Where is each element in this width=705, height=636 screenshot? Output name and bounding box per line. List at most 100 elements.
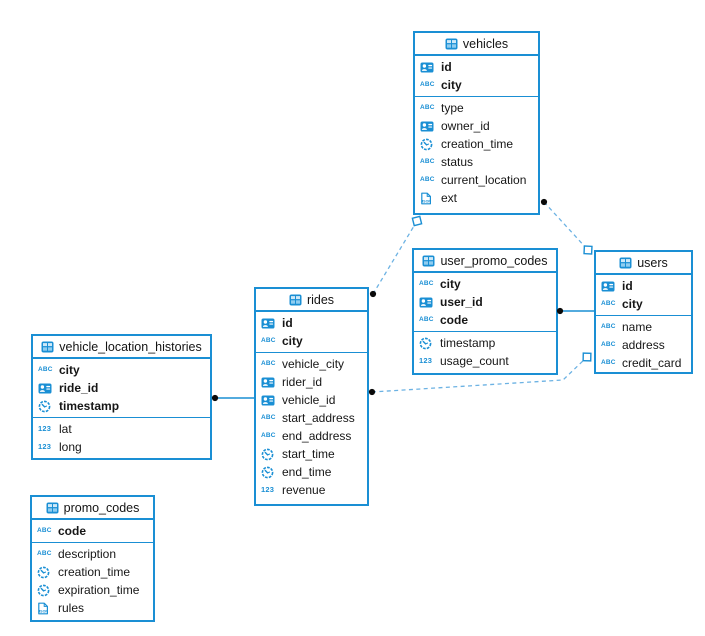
- time-type-icon: [38, 400, 55, 413]
- column-row-creation_time[interactable]: creation_time: [32, 563, 153, 581]
- text-type-icon: ABC: [420, 80, 435, 88]
- text-type-icon: ABC: [601, 322, 616, 330]
- column-name: rider_id: [282, 375, 323, 389]
- time-type-icon: [420, 138, 437, 151]
- column-row-timestamp[interactable]: timestamp: [33, 397, 210, 415]
- column-name: name: [622, 320, 653, 334]
- relation-vehicles-users[interactable]: [543, 201, 589, 251]
- column-name: timestamp: [59, 399, 120, 413]
- id-type-icon: [261, 377, 278, 388]
- relation-vehicles-rides[interactable]: [372, 220, 418, 295]
- table-title: promo_codes: [63, 500, 140, 515]
- column-name: ride_id: [59, 381, 99, 395]
- column-name: id: [441, 60, 452, 74]
- time-type-icon: [37, 584, 54, 597]
- column-row-rider_id[interactable]: rider_id: [256, 373, 367, 391]
- table-header-users[interactable]: users: [596, 252, 691, 275]
- relation-diamond-marker: [582, 352, 592, 362]
- table-icon: [619, 257, 632, 269]
- table-header-promo_codes[interactable]: promo_codes: [32, 497, 153, 520]
- table-header-rides[interactable]: rides: [256, 289, 367, 312]
- id-type-icon: [38, 383, 55, 394]
- column-name: code: [440, 313, 469, 327]
- column-row-expiration_time[interactable]: expiration_time: [32, 581, 153, 599]
- column-name: id: [622, 279, 633, 293]
- table-header-user_promo_codes[interactable]: user_promo_codes: [414, 250, 556, 273]
- column-name: address: [622, 338, 665, 352]
- table-icon: [289, 294, 302, 306]
- time-type-icon: [261, 448, 278, 461]
- table-header-vehicle_location_histories[interactable]: vehicle_location_histories: [33, 336, 210, 359]
- column-row-id[interactable]: id: [596, 277, 691, 295]
- text-type-icon: ABC: [601, 340, 616, 348]
- column-row-owner_id[interactable]: owner_id: [415, 117, 538, 135]
- id-type-icon: [261, 395, 278, 406]
- column-name: user_id: [440, 295, 483, 309]
- column-name: credit_card: [622, 356, 682, 370]
- column-row-vehicle_id[interactable]: vehicle_id: [256, 391, 367, 409]
- column-row-id[interactable]: id: [415, 58, 538, 76]
- column-row-ride_id[interactable]: ride_id: [33, 379, 210, 397]
- column-row-start_time[interactable]: start_time: [256, 445, 367, 463]
- text-type-icon: ABC: [37, 549, 52, 557]
- table-icon: [41, 341, 54, 353]
- column-row-user_id[interactable]: user_id: [414, 293, 556, 311]
- column-row-address[interactable]: ABC address: [596, 336, 691, 354]
- table-header-vehicles[interactable]: vehicles: [415, 33, 538, 56]
- column-row-id[interactable]: id: [256, 314, 367, 332]
- column-row-creation_time[interactable]: creation_time: [415, 135, 538, 153]
- id-type-icon: [601, 281, 618, 292]
- column-row-end_time[interactable]: end_time: [256, 463, 367, 481]
- text-type-icon: ABC: [601, 358, 616, 366]
- relation-dot-marker: [211, 394, 219, 402]
- id-type-icon: [420, 121, 437, 132]
- column-name: ext: [441, 191, 458, 205]
- table-title: vehicle_location_histories: [59, 339, 202, 354]
- column-row-timestamp[interactable]: timestamp: [414, 334, 556, 352]
- column-name: vehicle_id: [282, 393, 336, 407]
- column-name: owner_id: [441, 119, 490, 133]
- time-type-icon: [37, 566, 54, 579]
- column-name: usage_count: [440, 354, 509, 368]
- column-name: start_address: [282, 411, 355, 425]
- column-row-name[interactable]: ABC name: [596, 318, 691, 336]
- column-name: city: [440, 277, 461, 291]
- column-name: timestamp: [440, 336, 496, 350]
- table-title: user_promo_codes: [440, 253, 548, 268]
- column-name: type: [441, 101, 464, 115]
- column-row-credit_card[interactable]: ABC credit_card: [596, 354, 691, 372]
- text-type-icon: ABC: [420, 157, 435, 165]
- table-icon: [422, 255, 435, 267]
